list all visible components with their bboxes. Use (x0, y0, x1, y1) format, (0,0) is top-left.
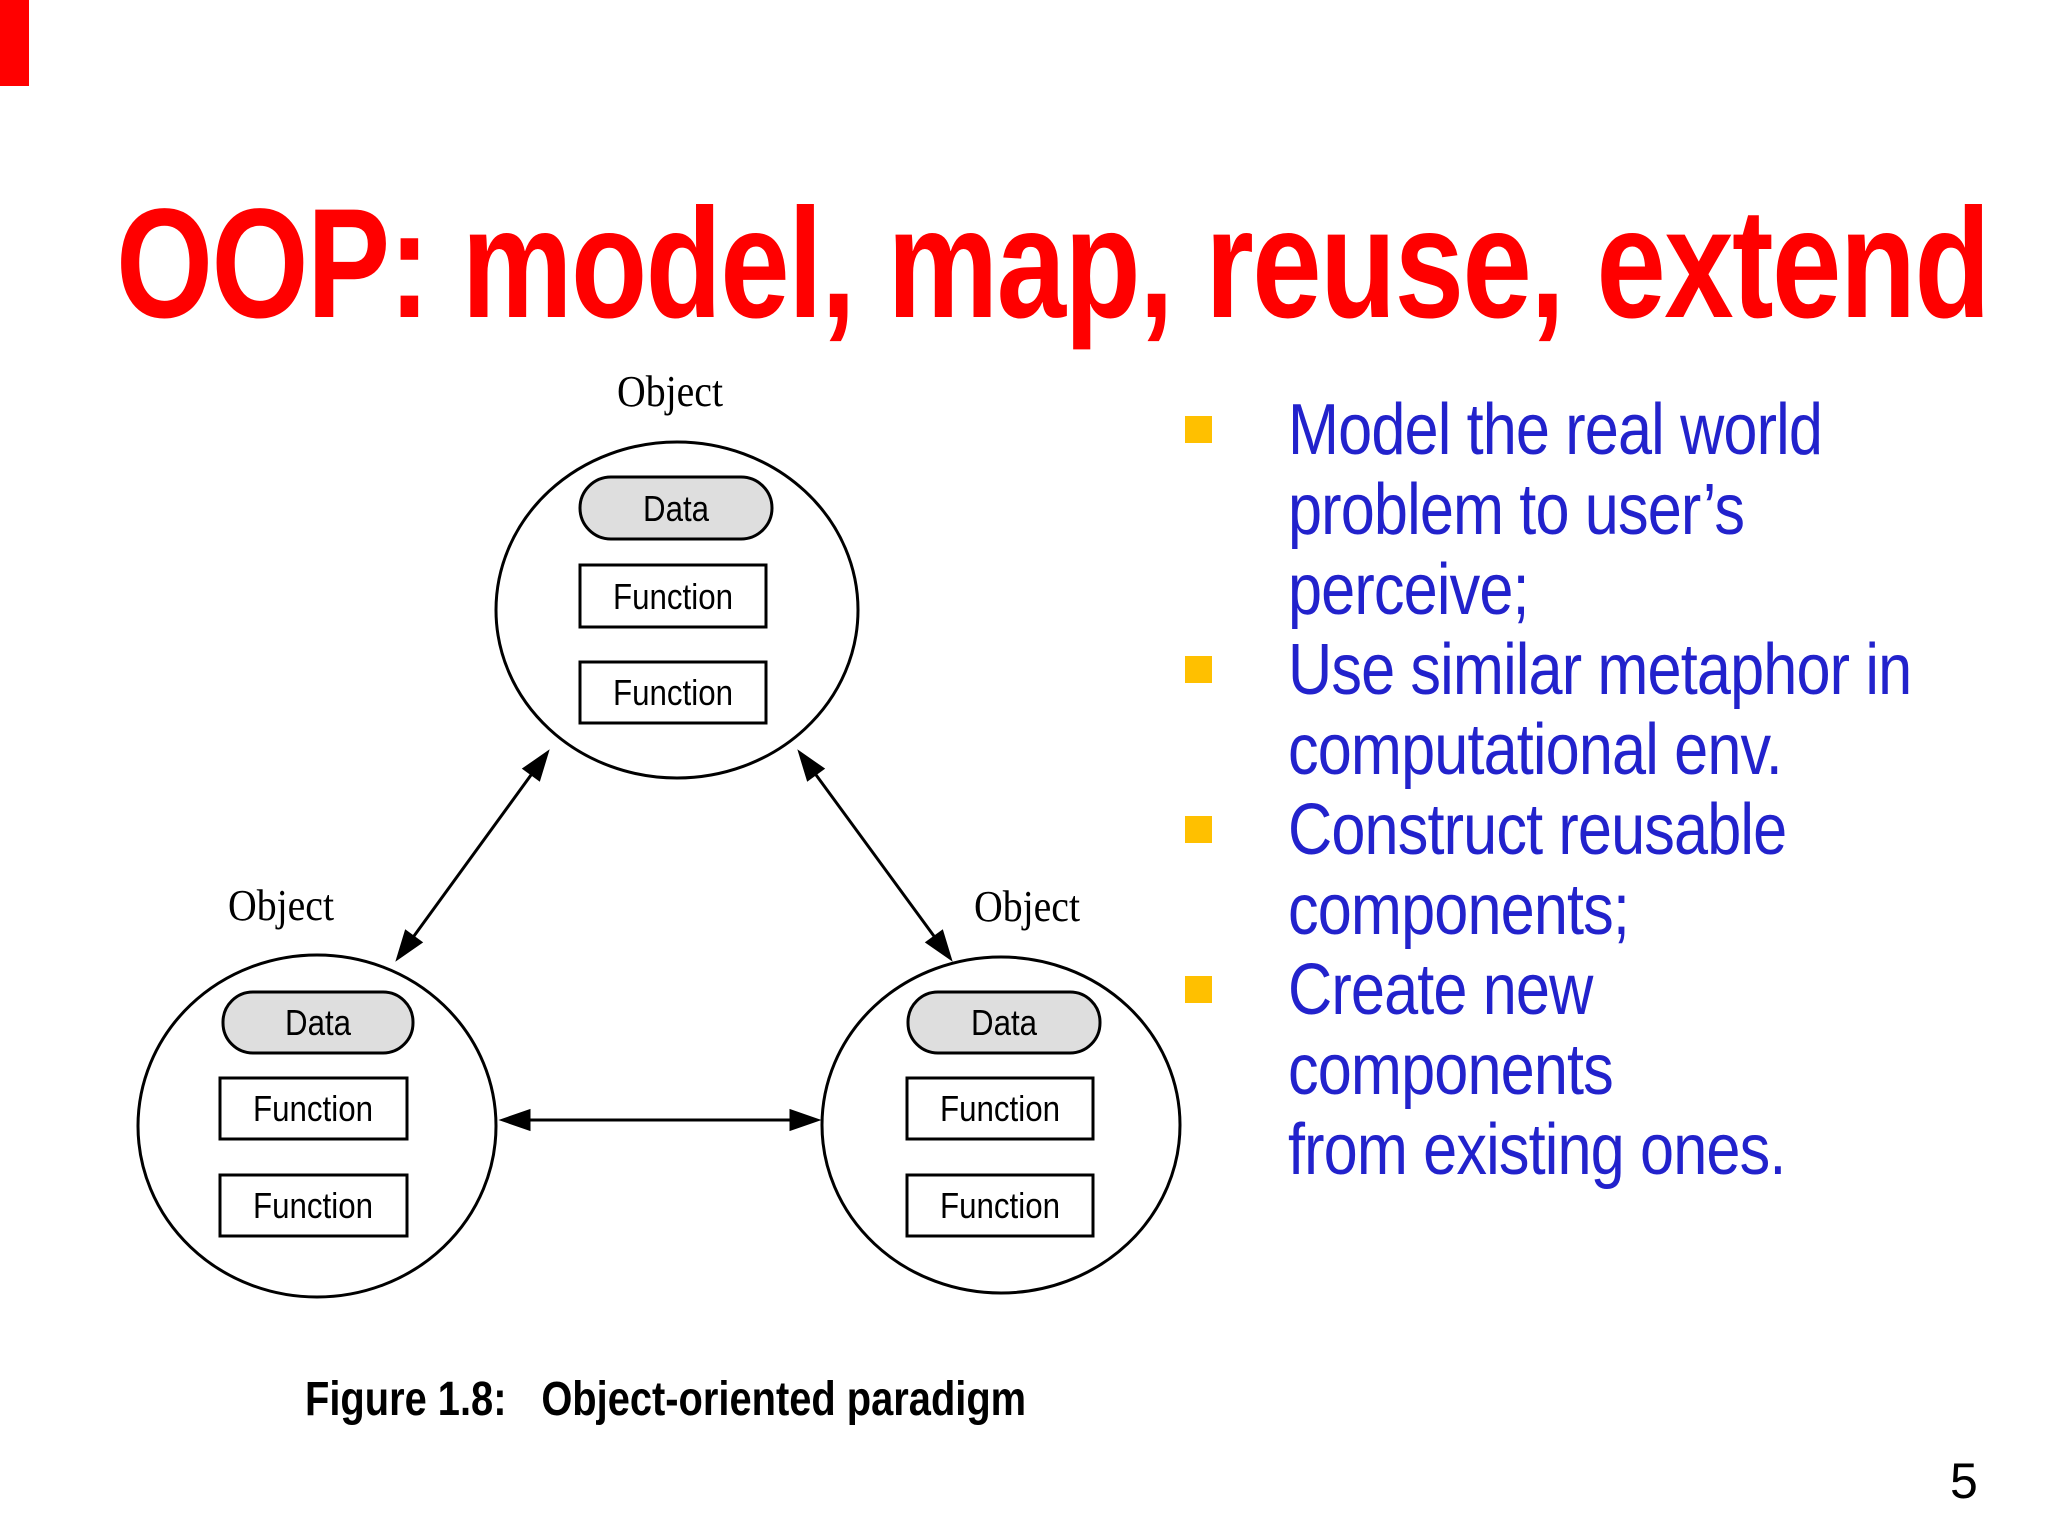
bullet-square-icon (1185, 976, 1212, 1003)
bullet-text: Construct reusable components; (1288, 790, 1787, 950)
red-corner-mark (0, 0, 29, 86)
bullet-text: Create new components from existing ones… (1288, 950, 1786, 1190)
bullet-item: Create new components from existing ones… (1185, 950, 2025, 1190)
figure-caption-label: Figure 1.8: (305, 1373, 507, 1426)
object-label: Object (617, 367, 723, 416)
bullet-text: Model the real world problem to user’s p… (1288, 390, 1823, 630)
bullet-text: Use similar metaphor in computational en… (1288, 630, 1912, 790)
function-label: Function (613, 672, 733, 713)
figure-caption-text: Object-oriented paradigm (541, 1373, 1027, 1426)
page-number: 5 (1950, 1453, 1978, 1509)
function-box (578, 660, 768, 725)
object-label: Object (228, 881, 334, 930)
function-box (218, 1173, 409, 1238)
function-box (578, 563, 768, 629)
object-node-top: Object Data Function Function (494, 367, 860, 780)
function-box (905, 1173, 1095, 1238)
arrow-top-to-left-object (395, 749, 550, 962)
function-label: Function (253, 1088, 373, 1129)
function-label: Function (613, 576, 733, 617)
bullet-item: Construct reusable components; (1185, 790, 2025, 950)
function-box (905, 1076, 1095, 1141)
object-node-bottom-left: Object Data Function Function (136, 881, 498, 1299)
function-label: Function (940, 1088, 1060, 1129)
bullet-square-icon (1185, 656, 1212, 683)
data-oval (578, 475, 774, 541)
arrow-top-to-right-object (797, 749, 953, 962)
function-label: Function (253, 1185, 373, 1226)
slide-title: OOP: model, map, reuse, extend (116, 176, 1991, 351)
object-label: Object (974, 882, 1080, 931)
object-node-bottom-right: Object Data Function Function (820, 882, 1182, 1295)
function-label: Function (940, 1185, 1060, 1226)
bullet-item: Use similar metaphor in computational en… (1185, 630, 2025, 790)
data-oval (221, 990, 415, 1055)
data-label: Data (971, 1002, 1038, 1043)
bullet-item: Model the real world problem to user’s p… (1185, 390, 2025, 630)
function-box (218, 1076, 409, 1141)
data-oval (906, 990, 1102, 1055)
data-label: Data (643, 488, 710, 529)
figure-caption: Figure 1.8: Object-oriented paradigm (305, 1372, 1026, 1427)
bullet-square-icon (1185, 416, 1212, 443)
arrow-left-to-right-object (498, 1108, 822, 1132)
bullet-list: Model the real world problem to user’s p… (1185, 390, 2025, 1190)
bullet-square-icon (1185, 816, 1212, 843)
data-label: Data (285, 1002, 352, 1043)
